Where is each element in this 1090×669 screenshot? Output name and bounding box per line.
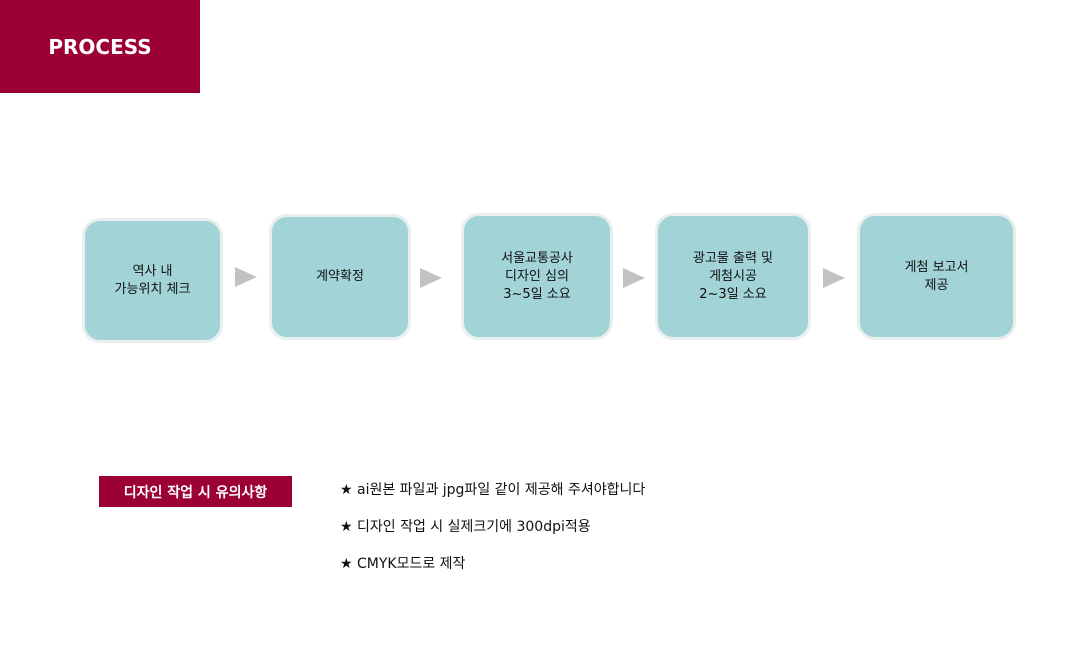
process-step-label: 계약확정 — [316, 269, 364, 284]
arrow-right-icon — [235, 267, 257, 287]
arrow-right-icon — [823, 268, 845, 288]
arrow-right-icon — [420, 268, 442, 288]
process-step-4: 광고물 출력 및 게첨시공 2~3일 소요 — [655, 213, 811, 340]
process-step-label: 서울교통공사 디자인 심의 3~5일 소요 — [501, 250, 573, 302]
process-step-label: 광고물 출력 및 게첨시공 2~3일 소요 — [692, 250, 774, 302]
process-step-5: 게첨 보고서 제공 — [857, 213, 1016, 340]
list-item: ★ ai원본 파일과 jpg파일 같이 제공해 주셔야합니다 — [340, 482, 646, 498]
page-title: PROCESS — [48, 34, 152, 59]
header-banner: PROCESS — [0, 0, 200, 93]
process-step-label: 게첨 보고서 제공 — [904, 259, 969, 293]
arrow-right-icon — [623, 268, 645, 288]
notes-title: 디자인 작업 시 유의사항 — [123, 484, 268, 501]
process-step-2: 계약확정 — [269, 214, 411, 340]
notes-list: ★ ai원본 파일과 jpg파일 같이 제공해 주셔야합니다 ★ 디자인 작업 … — [340, 481, 645, 592]
process-step-3: 서울교통공사 디자인 심의 3~5일 소요 — [461, 213, 613, 340]
process-step-1: 역사 내 가능위치 체크 — [82, 218, 223, 343]
list-item: ★ CMYK모드로 제작 — [340, 556, 466, 572]
process-step-label: 역사 내 가능위치 체크 — [114, 263, 191, 297]
notes-badge: 디자인 작업 시 유의사항 — [99, 476, 292, 507]
list-item: ★ 디자인 작업 시 실제크기에 300dpi적용 — [340, 519, 591, 535]
